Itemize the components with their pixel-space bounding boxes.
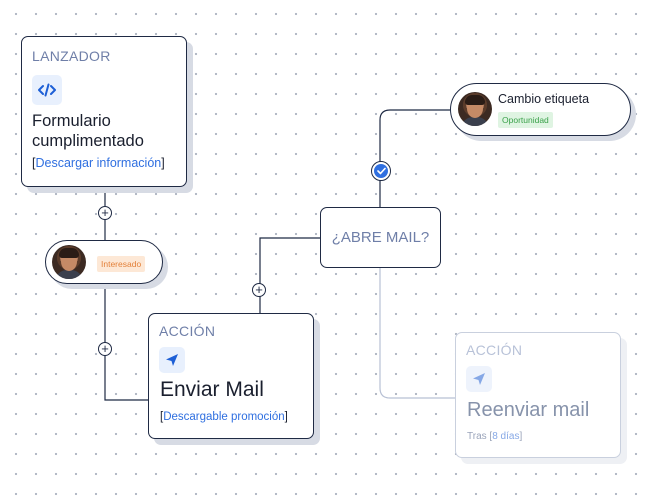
trigger-kicker: LANZADOR xyxy=(32,48,111,64)
check-icon xyxy=(371,161,391,181)
trigger-link-text[interactable]: Descargar información xyxy=(35,156,162,170)
trigger-link[interactable]: [Descargar información] xyxy=(32,156,165,170)
resend-title: Reenviar mail xyxy=(467,399,590,421)
action-link-text[interactable]: Descargable promoción xyxy=(163,411,285,423)
action-card[interactable]: ACCIÓN Enviar Mail [Descargable promoció… xyxy=(148,313,314,439)
condition-node[interactable]: ¿ABRE MAIL? xyxy=(320,207,441,268)
status-badge: Interesado xyxy=(97,256,146,272)
avatar xyxy=(458,92,492,126)
status-badge: Oportunidad xyxy=(498,112,553,128)
resend-delay: Tras [8 días] xyxy=(467,431,523,442)
resend-card[interactable]: ACCIÓN Reenviar mail Tras [8 días] xyxy=(455,332,621,458)
resend-delay-prefix: Tras xyxy=(467,431,487,442)
resend-kicker: ACCIÓN xyxy=(466,342,523,358)
plus-icon[interactable]: + xyxy=(252,283,266,297)
contact-tag-node[interactable]: Interesado xyxy=(45,240,163,284)
action-link[interactable]: [Descargable promoción] xyxy=(160,411,288,423)
code-icon xyxy=(32,75,62,105)
send-icon xyxy=(466,366,492,392)
plus-icon[interactable]: + xyxy=(98,206,112,220)
label-change-title: Cambio etiqueta xyxy=(498,92,590,106)
send-icon xyxy=(159,347,185,373)
trigger-title-line1: Formulario xyxy=(32,112,111,130)
trigger-title-line2: cumplimentado xyxy=(32,132,144,150)
trigger-card[interactable]: LANZADOR Formulario cumplimentado [Desca… xyxy=(21,36,187,187)
plus-icon[interactable]: + xyxy=(98,342,112,356)
avatar xyxy=(52,245,86,279)
condition-label: ¿ABRE MAIL? xyxy=(331,229,430,246)
action-title: Enviar Mail xyxy=(160,378,264,401)
action-kicker: ACCIÓN xyxy=(159,323,216,339)
label-change-node[interactable]: Cambio etiqueta Oportunidad xyxy=(450,83,631,136)
resend-delay-value[interactable]: 8 días xyxy=(492,431,520,442)
